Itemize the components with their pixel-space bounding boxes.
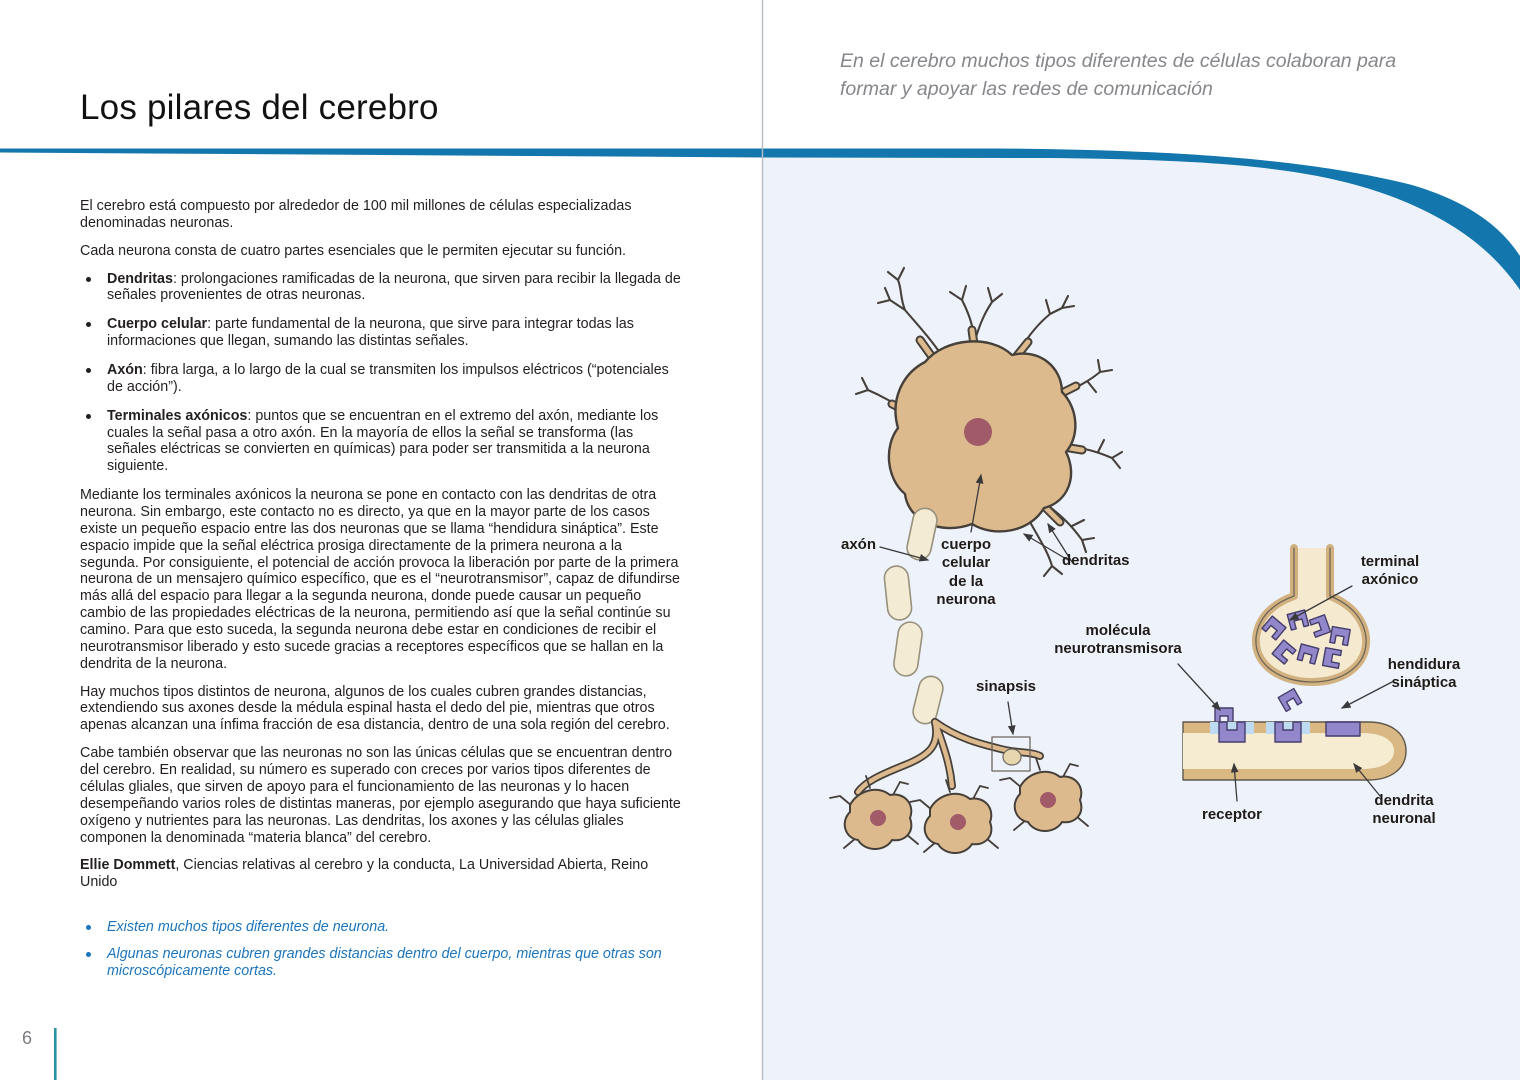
bullet-dot xyxy=(86,925,91,931)
content-panel-background xyxy=(762,157,1520,1080)
body-paragraph: Mediante los terminales axónicos la neur… xyxy=(80,487,681,672)
intro-paragraph: Cada neurona consta de cuatro partes ese… xyxy=(80,242,627,259)
list-item-text: Dendritas: prolongaciones ramificadas de… xyxy=(107,271,681,305)
label-synaptic-cleft: hendidura sináptica xyxy=(1387,656,1461,692)
neuron-parts-list: Dendritas: prolongaciones ramificadas de… xyxy=(80,271,681,476)
dendrite-tube xyxy=(1182,721,1407,781)
synapse-box xyxy=(991,736,1031,772)
term: Terminales axónicos xyxy=(107,407,248,424)
cell-body xyxy=(887,340,1077,533)
author-affiliation: , Ciencias relativas al cerebro y la con… xyxy=(80,857,649,891)
body-paragraph: Cabe también observar que las neuronas n… xyxy=(80,745,681,846)
neurotransmitter-molecules xyxy=(1214,609,1351,725)
term: Dendritas xyxy=(107,270,173,287)
list-item-text: Cuerpo celular: parte fundamental de la … xyxy=(107,316,681,350)
list-item: Axón: fibra larga, a lo largo de la cual… xyxy=(80,362,681,396)
author-name: Ellie Dommett xyxy=(80,857,176,874)
label-axon-terminal: terminal axónico xyxy=(1360,553,1420,589)
highlight-text: Algunas neuronas cubren grandes distanci… xyxy=(107,945,662,979)
receptors xyxy=(1218,721,1361,743)
highlight-item: Existen muchos tipos diferentes de neuro… xyxy=(80,919,681,936)
definition: : puntos que se encuentran en el extremo… xyxy=(107,407,659,475)
label-axon: axón xyxy=(840,536,876,553)
page-title: Los pilares del cerebro xyxy=(80,88,439,127)
label-cell-body: cuerpo celular de la neurona xyxy=(936,536,996,608)
label-neuronal-dendrite: dendrita neuronal xyxy=(1372,792,1436,828)
definition: : prolongaciones ramificadas de la neuro… xyxy=(107,270,681,304)
label-neurotransmitter: molécula neurotransmisora xyxy=(1054,622,1182,658)
nucleus xyxy=(964,418,992,446)
page-number: 6 xyxy=(22,1028,33,1048)
bullet-dot xyxy=(86,276,91,282)
term: Cuerpo celular xyxy=(107,316,208,333)
label-synapse: sinapsis xyxy=(976,678,1037,695)
list-item: Cuerpo celular: parte fundamental de la … xyxy=(80,316,681,350)
intro-paragraph: El cerebro está compuesto por alrededor … xyxy=(80,198,632,231)
article-body: El cerebro está compuesto por alrededor … xyxy=(80,198,681,990)
highlight-text: Existen muchos tipos diferentes de neuro… xyxy=(107,919,390,936)
highlight-list: Existen muchos tipos diferentes de neuro… xyxy=(80,919,681,980)
header-quote: En el cerebro muchos tipos diferentes de… xyxy=(840,50,1397,100)
label-dendrites: dendritas xyxy=(1062,552,1130,569)
bullet-dot xyxy=(86,368,91,374)
folio-mark xyxy=(54,1028,57,1080)
body-paragraph: Hay muchos tipos distintos de neurona, a… xyxy=(80,683,670,734)
term: Axón xyxy=(107,362,143,379)
list-item: Terminales axónicos: puntos que se encue… xyxy=(80,408,681,475)
bullet-dot xyxy=(86,413,91,419)
attribution: Ellie Dommett, Ciencias relativas al cer… xyxy=(80,857,681,891)
list-item: Dendritas: prolongaciones ramificadas de… xyxy=(80,271,681,305)
highlight-item: Algunas neuronas cubren grandes distanci… xyxy=(80,946,681,980)
bullet-dot xyxy=(86,951,91,957)
definition: : parte fundamental de la neurona, que s… xyxy=(107,316,634,350)
list-item-text: Terminales axónicos: puntos que se encue… xyxy=(107,408,681,475)
definition: : fibra larga, a lo largo de la cual se … xyxy=(107,362,669,395)
label-receptor: receptor xyxy=(1202,806,1263,823)
list-item-text: Axón: fibra larga, a lo largo de la cual… xyxy=(107,362,681,396)
bullet-dot xyxy=(86,322,91,328)
